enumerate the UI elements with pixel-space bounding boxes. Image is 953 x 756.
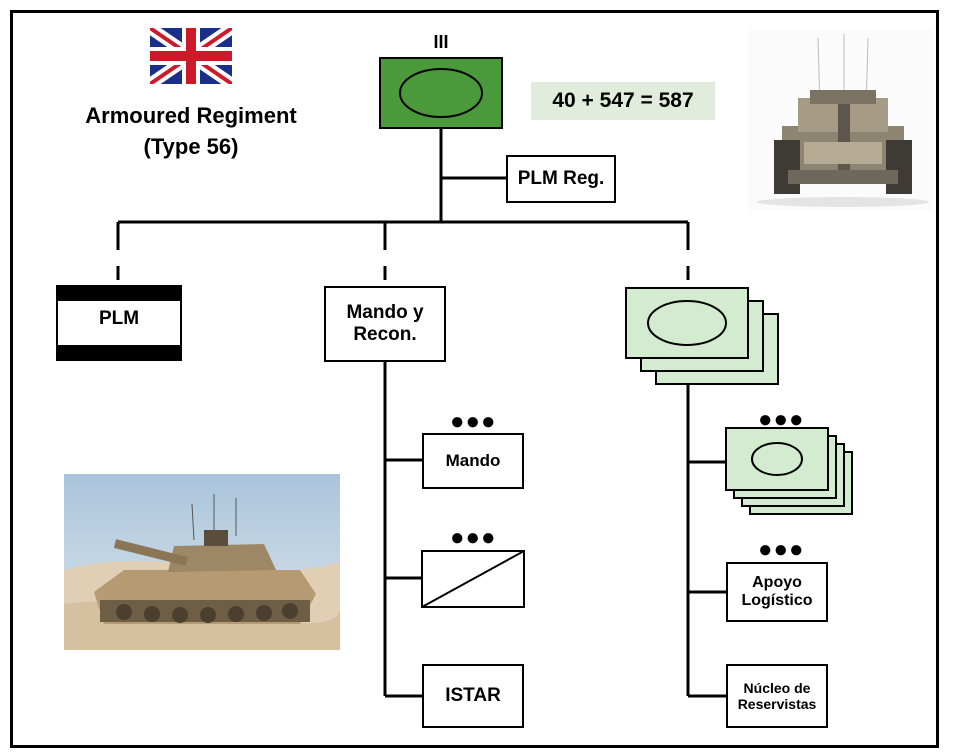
- title-line-1: Armoured Regiment: [85, 103, 297, 128]
- armour-oval: [399, 68, 483, 118]
- echelon-dots-recon: ●●●: [450, 524, 497, 551]
- regiment-echelon-mark: III: [433, 32, 449, 52]
- echelon-dots-apoyo: ●●●: [758, 536, 805, 563]
- mando-recon-box: Mando y Recon.: [324, 286, 446, 362]
- mando-box: Mando: [422, 433, 524, 489]
- nucleo-reservistas-box: Núcleo de Reservistas: [726, 664, 828, 728]
- plm-label: PLM: [98, 308, 140, 329]
- tank-front-photo: [748, 30, 933, 210]
- echelon-dots-mando: ●●●: [450, 408, 497, 435]
- union-jack-flag-icon: [150, 28, 232, 84]
- diagram-frame: [10, 10, 939, 748]
- squadron-stack-symbol: [625, 287, 779, 385]
- plm-reg-box: PLM Reg.: [506, 155, 616, 203]
- echelon-dots-troop: ●●●: [758, 406, 805, 433]
- troop-stack-symbol: [725, 427, 853, 515]
- tank-desert-photo: [64, 474, 340, 650]
- strength-label: 40 + 547 = 587: [531, 82, 715, 120]
- apoyo-logistico-box: Apoyo Logístico: [726, 562, 828, 622]
- istar-box: ISTAR: [422, 664, 524, 728]
- title-line-2: (Type 56): [143, 134, 239, 159]
- connector-lines: [116, 128, 726, 698]
